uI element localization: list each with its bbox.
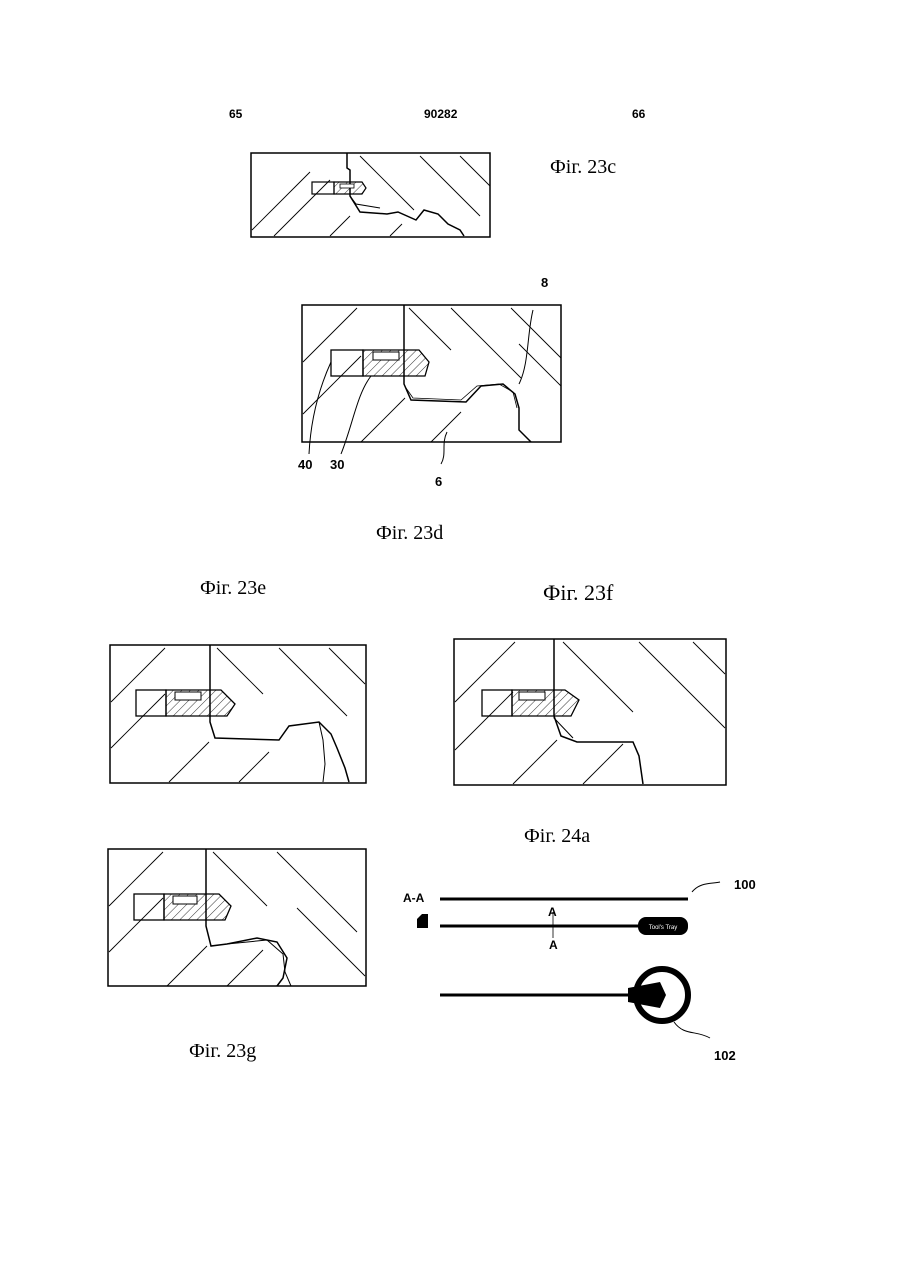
reference-100: 100 xyxy=(734,877,756,892)
reference-8: 8 xyxy=(541,275,548,290)
figure-23g xyxy=(107,848,369,995)
page-number-left: 65 xyxy=(229,107,242,121)
caption-fig-23c: Фіг. 23c xyxy=(550,156,616,179)
reference-6: 6 xyxy=(435,474,442,489)
reference-40: 40 xyxy=(298,457,312,472)
reference-102: 102 xyxy=(714,1048,736,1063)
figure-23e xyxy=(109,644,369,791)
caption-fig-24a: Фіг. 24a xyxy=(524,825,590,848)
figure-23c xyxy=(250,152,492,245)
tool-strip-label: Tool's Tray xyxy=(649,925,678,931)
section-mark-a-top: A xyxy=(548,905,557,919)
figure-23f xyxy=(453,638,729,793)
section-mark-a-bottom: A xyxy=(549,938,558,952)
caption-fig-23e: Фіг. 23e xyxy=(200,577,266,600)
figure-24a: Tool's Tray xyxy=(400,870,760,1075)
section-label-a-a: A-A xyxy=(403,891,424,905)
document-number: 90282 xyxy=(424,107,457,121)
figure-23d xyxy=(301,304,563,449)
caption-fig-23g: Фіг. 23g xyxy=(189,1040,256,1063)
reference-30: 30 xyxy=(330,457,344,472)
page-number-right: 66 xyxy=(632,107,645,121)
caption-fig-23d: Фіг. 23d xyxy=(376,522,443,545)
caption-fig-23f: Фіг. 23f xyxy=(543,580,613,606)
